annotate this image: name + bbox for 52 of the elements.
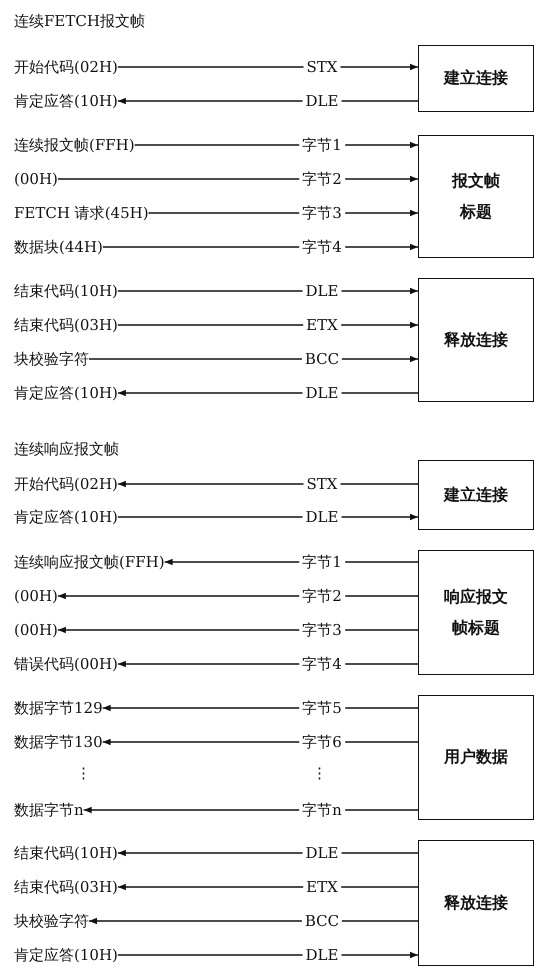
field-text: 结束代码(03H): [14, 878, 118, 896]
field-text: 结束代码(03H): [14, 316, 118, 334]
stage-box: [418, 695, 534, 820]
field-text: (00H): [14, 587, 58, 605]
stage-label: 建立连接: [444, 67, 508, 90]
stage-label: 释放连接: [444, 328, 508, 351]
section-heading: 连续响应报文帧: [14, 440, 119, 458]
stage-label: 建立连接: [444, 484, 508, 506]
edge-label: 字节n: [299, 801, 345, 819]
field-text: 开始代码(02H): [14, 58, 118, 76]
edge-label: 字节2: [299, 587, 345, 605]
field-text: 肯定应答(10H): [14, 384, 118, 402]
field-text: 结束代码(10H): [14, 844, 118, 862]
field-text: 肯定应答(10H): [14, 92, 118, 110]
stage-box: [418, 840, 534, 966]
field-text: 错误代码(00H): [14, 654, 118, 674]
edge-label: 字节3: [299, 621, 345, 639]
field-text: 连续响应报文帧(FFH): [14, 552, 165, 572]
field-text: 结束代码(10H): [14, 282, 118, 300]
stage-label: 用户数据: [444, 746, 508, 768]
field-text: 开始代码(02H): [14, 474, 118, 494]
edge-label: 字节6: [299, 733, 345, 751]
edge-label: 字节1: [299, 136, 345, 154]
field-text: (00H): [14, 170, 58, 188]
stage-box: [418, 45, 534, 112]
stage-label: 响应报文帧标题: [443, 586, 509, 638]
field-text: 连续报文帧(FFH): [14, 136, 135, 154]
field-text: 肯定应答(10H): [14, 508, 118, 526]
stage-box: [418, 135, 534, 258]
edge-label: 字节1: [299, 553, 345, 571]
field-text: (00H): [14, 621, 58, 639]
stage-label: 报文帧标题: [450, 170, 501, 222]
field-text: 块校验字符: [14, 912, 89, 930]
stage-box: [418, 460, 534, 530]
edge-label: 字节5: [299, 699, 345, 717]
field-text: 数据字节129: [14, 698, 103, 718]
section-heading: 连续FETCH报文帧: [14, 12, 145, 30]
field-text: 数据字节130: [14, 732, 103, 752]
ellipsis-mark: ⋮: [76, 764, 91, 782]
edge-label: 字节4: [299, 655, 345, 673]
stage-box: [418, 550, 534, 675]
field-text: 数据块(44H): [14, 238, 103, 256]
edge-label: 字节4: [299, 238, 345, 256]
edge-label: 字节3: [299, 204, 345, 222]
edge-label: 字节2: [299, 170, 345, 188]
field-text: FETCH 请求(45H): [14, 204, 149, 222]
field-text: 肯定应答(10H): [14, 946, 118, 964]
field-text: 块校验字符: [14, 350, 89, 368]
stage-box: [418, 278, 534, 402]
ellipsis-mark: ⋮: [312, 764, 327, 782]
stage-label: 释放连接: [444, 892, 508, 914]
field-text: 数据字节n: [14, 800, 84, 820]
